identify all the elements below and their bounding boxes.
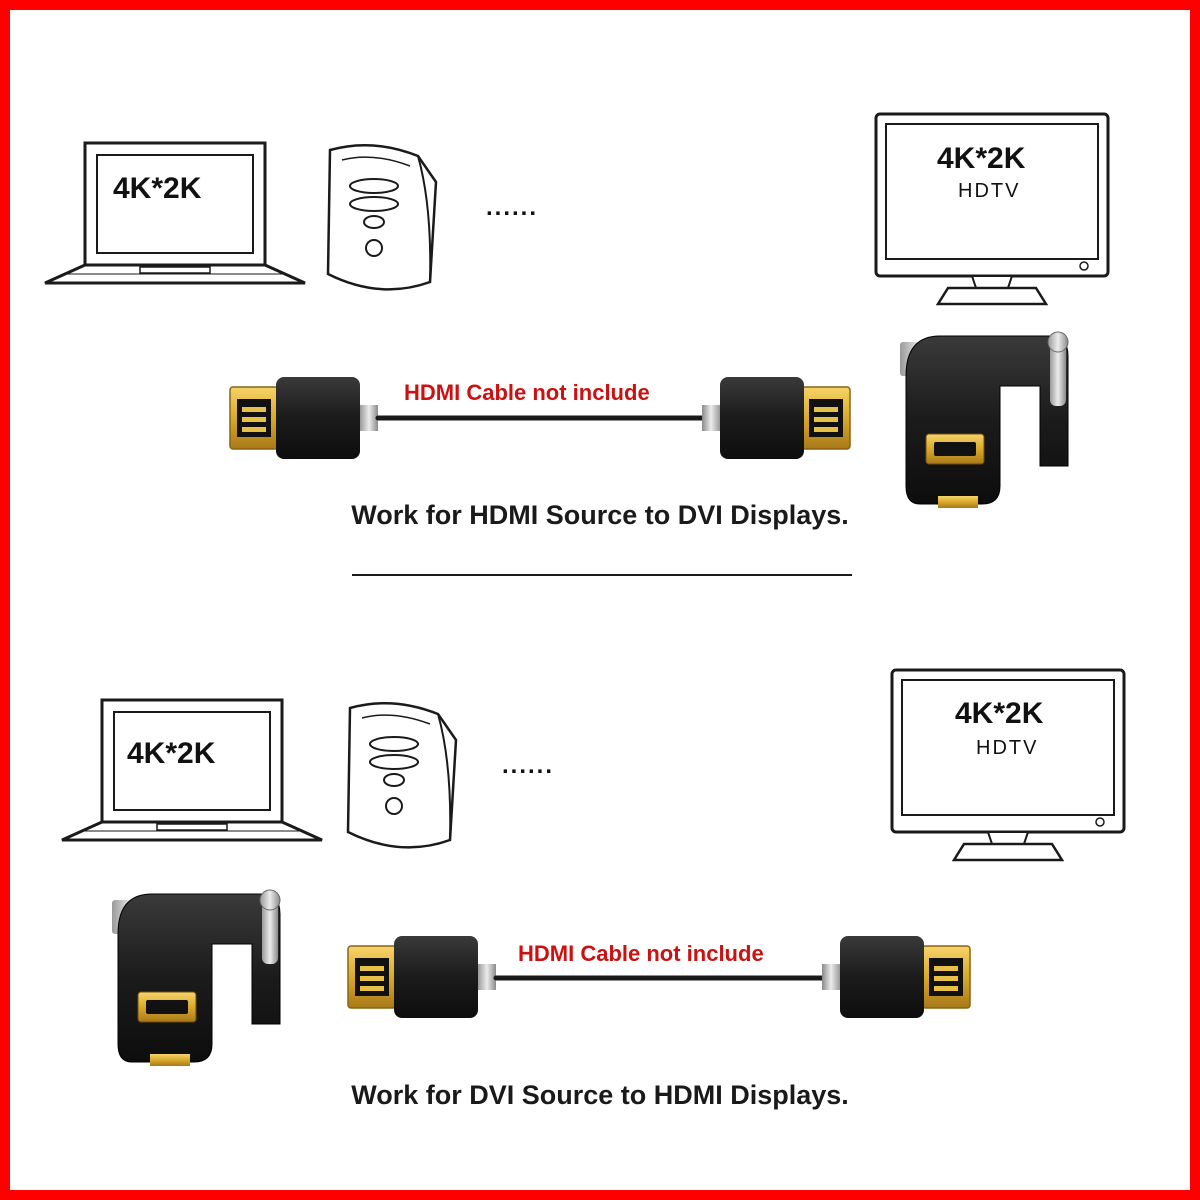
cable-label: HDMI Cable not include [518, 941, 764, 966]
laptop-label: 4K*2K [113, 172, 202, 205]
cable-label: HDMI Cable not include [404, 380, 650, 405]
hdmi-plug-left-icon [229, 376, 379, 460]
hdmi-cable [229, 376, 851, 460]
hdmi-plug-right-icon [821, 935, 971, 1019]
monitor-label: 4K*2K [937, 142, 1026, 175]
section-2 [60, 668, 1126, 1067]
hdmi-plug-right-icon [701, 376, 851, 460]
pc-tower-icon [346, 701, 458, 849]
caption: Work for HDMI Source to DVI Displays. [351, 500, 849, 530]
dvi-hdmi-adapter-icon [111, 889, 281, 1067]
section-1 [43, 112, 1110, 509]
pc-tower-icon [326, 143, 438, 291]
caption: Work for DVI Source to HDMI Displays. [351, 1080, 849, 1110]
monitor-label: 4K*2K [955, 697, 1044, 730]
laptop-icon [43, 141, 307, 285]
laptop-label: 4K*2K [127, 737, 216, 770]
monitor-sublabel: HDTV [976, 737, 1039, 759]
ellipsis: ...... [502, 752, 555, 779]
monitor-sublabel: HDTV [958, 180, 1021, 202]
dvi-hdmi-adapter-icon [899, 331, 1069, 509]
hdmi-plug-left-icon [347, 935, 497, 1019]
ellipsis: ...... [486, 194, 539, 221]
hdmi-cable [347, 935, 971, 1019]
